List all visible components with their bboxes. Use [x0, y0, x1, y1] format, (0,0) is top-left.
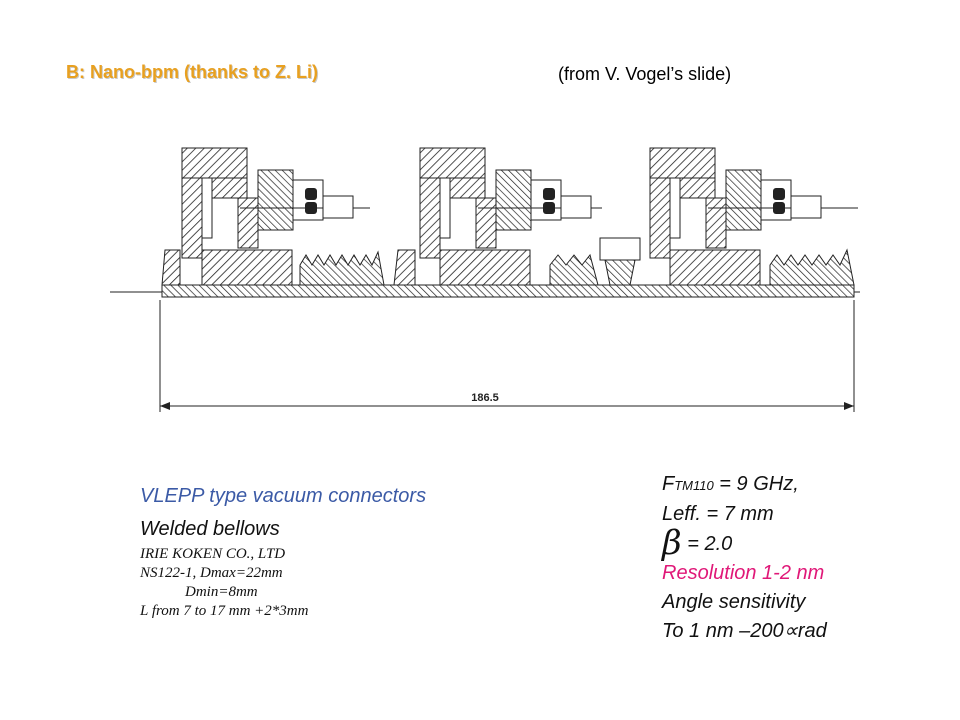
spec-line-3: L from 7 to 17 mm +2*3mm — [140, 603, 309, 619]
freq-sub: TM110 — [674, 478, 714, 493]
bellows-label: Welded bellows — [140, 518, 280, 540]
slide-title: B: Nano-bpm (thanks to Z. Li) — [66, 62, 318, 82]
beta-symbol: β — [662, 523, 682, 563]
bpm-technical-drawing: 186.5 — [110, 147, 860, 412]
bellows-1 — [299, 250, 385, 286]
to-nm-unit: ∝rad — [783, 620, 827, 642]
resolution-line: Resolution 1-2 nm — [662, 562, 825, 584]
maker-line: IRIE KOKEN CO., LTD — [140, 546, 286, 562]
center-flange — [549, 237, 641, 286]
cavity-unit-1 — [161, 147, 370, 286]
spec-line-1: NS122-1, Dmax=22mm — [140, 565, 283, 581]
freq-value: = 9 GHz, — [713, 473, 799, 495]
frequency-line: FTM110 = 9 GHz, — [662, 470, 827, 500]
cavity-unit-3 — [649, 147, 858, 286]
connectors-heading: VLEPP type vacuum connectors — [140, 485, 427, 507]
source-note: (from V. Vogel’s slide) — [558, 64, 732, 84]
to-nm-line: To 1 nm –200∝rad — [662, 617, 827, 646]
spec-line-2: Dmin=8mm — [140, 584, 258, 600]
to-nm-value: To 1 nm –200 — [662, 620, 784, 642]
leff-line: Leff. = 7 mm — [662, 503, 774, 525]
connector-notes: VLEPP type vacuum connectors Welded bell… — [140, 485, 426, 621]
angle-line: Angle sensitivity — [662, 591, 806, 613]
dimension-label: 186.5 — [471, 392, 499, 404]
beta-line: β = 2.0 — [662, 526, 827, 560]
freq-prefix: F — [662, 473, 675, 495]
cavity-unit-2 — [393, 147, 602, 286]
beta-value: = 2.0 — [681, 533, 733, 555]
bellows-3 — [769, 248, 855, 286]
bpm-parameters: FTM110 = 9 GHz, Leff. = 7 mm β = 2.0 Res… — [662, 470, 827, 646]
